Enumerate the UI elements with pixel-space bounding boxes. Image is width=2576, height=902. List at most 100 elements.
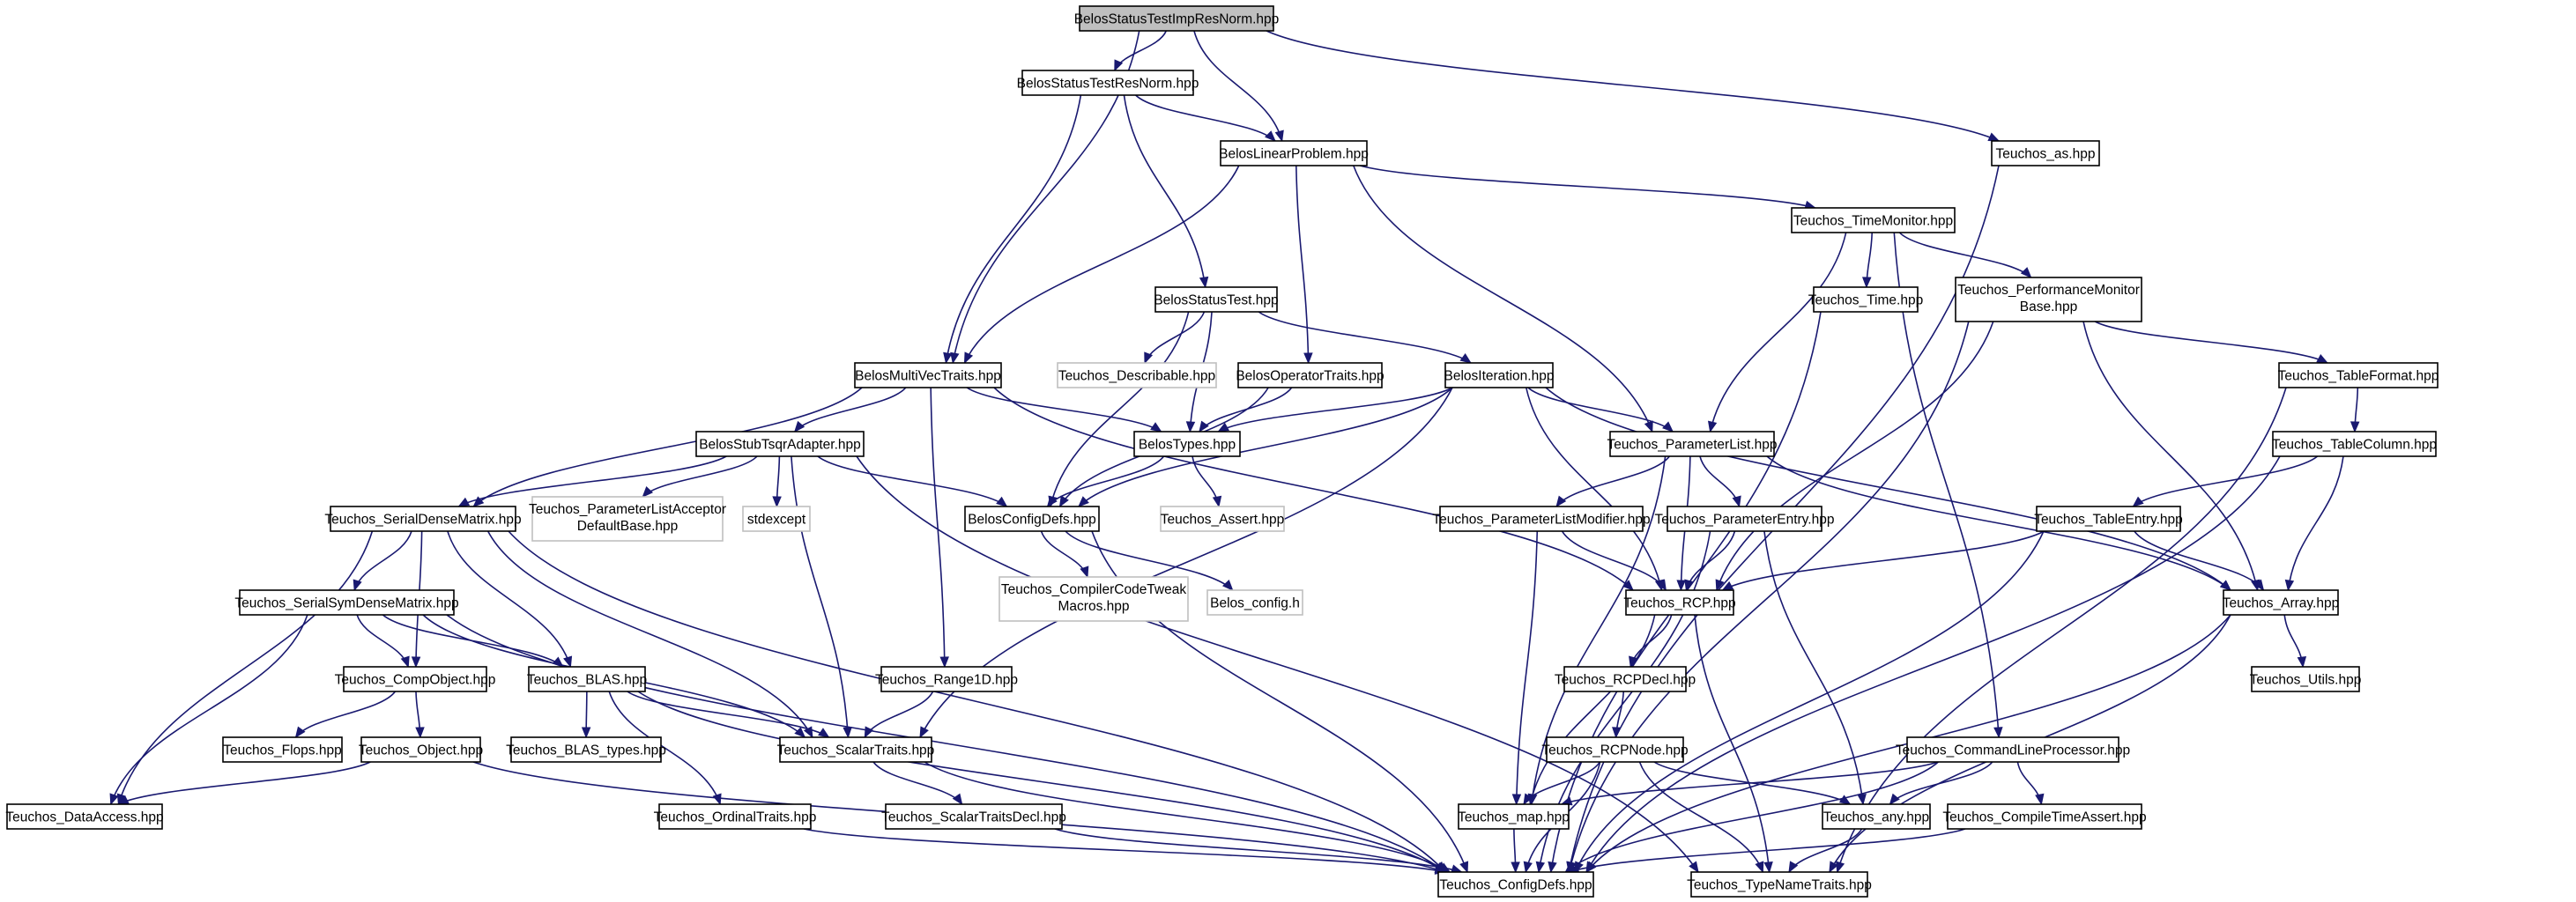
node-tableformat[interactable]: Teuchos_TableFormat.hpp — [2278, 362, 2439, 388]
arrowhead-resnorm-to-linprob — [1265, 130, 1276, 142]
node-rcpnode[interactable]: Teuchos_RCPNode.hpp — [1541, 736, 1689, 763]
node-stdexcept-box — [742, 506, 811, 532]
arrowhead-linprob-to-multivec — [963, 351, 974, 365]
node-multivec[interactable]: BelosMultiVecTraits.hpp — [854, 362, 1002, 388]
node-as[interactable]: Teuchos_as.hpp — [1991, 140, 2100, 166]
node-any-box — [1822, 803, 1931, 830]
node-map[interactable]: Teuchos_map.hpp — [1458, 803, 1570, 830]
node-cmdline-label: Teuchos_CommandLineProcessor.hpp — [1896, 743, 2130, 758]
edge-timemon-to-cmdline — [1893, 232, 2000, 738]
node-scalar-box — [779, 736, 932, 763]
arrowhead-map-to-configdefs — [1511, 861, 1520, 874]
edge-perfmon-to-configdefs — [1568, 321, 1970, 873]
arrowhead-blas-to-blastypes — [581, 727, 591, 739]
edge-tablecol-to-array — [2287, 455, 2344, 591]
node-stdexcept-label: stdexcept — [747, 513, 806, 528]
edge-iteration-to-rcp — [1525, 387, 1663, 591]
node-compobj[interactable]: Teuchos_CompObject.hpp — [335, 666, 496, 692]
node-resnorm[interactable]: BelosStatusTestResNorm.hpp — [1017, 70, 1199, 96]
node-array[interactable]: Teuchos_Array.hpp — [2223, 589, 2339, 616]
node-blastypes[interactable]: Teuchos_BLAS_types.hpp — [506, 736, 666, 763]
node-ordinal[interactable]: Teuchos_OrdinalTraits.hpp — [654, 803, 817, 830]
node-placcept-label: Teuchos_ParameterListAcceptor — [529, 502, 726, 517]
node-pentry-label: Teuchos_ParameterEntry.hpp — [1655, 513, 1835, 528]
edge-tsqr-to-configdefs_belos — [817, 455, 1007, 507]
node-timemon[interactable]: Teuchos_TimeMonitor.hpp — [1791, 207, 1956, 233]
node-tablecol[interactable]: Teuchos_TableColumn.hpp — [2272, 431, 2437, 457]
node-paramlist[interactable]: Teuchos_ParameterList.hpp — [1607, 431, 1778, 457]
edge-paramlist-to-plmod — [1555, 455, 1670, 507]
arrowhead-linprob-to-paramlist — [1644, 420, 1653, 433]
node-configdefs[interactable]: Teuchos_ConfigDefs.hpp — [1437, 871, 1594, 898]
node-time[interactable]: Teuchos_Time.hpp — [1808, 286, 1923, 313]
node-configdefs-label: Teuchos_ConfigDefs.hpp — [1439, 878, 1592, 893]
node-configdefs_belos[interactable]: BelosConfigDefs.hpp — [964, 506, 1100, 532]
node-pentry[interactable]: Teuchos_ParameterEntry.hpp — [1655, 506, 1835, 532]
node-rcpnode-label: Teuchos_RCPNode.hpp — [1541, 743, 1688, 758]
node-placcept-box — [531, 496, 724, 542]
node-linprob[interactable]: BelosLinearProblem.hpp — [1219, 140, 1369, 166]
edge-tsqr-to-scalar — [791, 455, 850, 738]
node-object[interactable]: Teuchos_Object.hpp — [359, 736, 483, 763]
edge-symdense-to-compobj — [356, 614, 410, 668]
node-tableentry-box — [2036, 506, 2181, 532]
edge-perfmon-to-tableformat — [2094, 321, 2328, 364]
arrowhead-rcp-to-typename — [1763, 861, 1773, 874]
node-flops[interactable]: Teuchos_Flops.hpp — [222, 736, 343, 763]
arrowhead-types-to-configdefs_belos — [1046, 495, 1058, 508]
edge-ordinal-to-configdefs — [803, 828, 1446, 873]
edge-resnorm-to-statustest — [1123, 94, 1206, 288]
node-tableentry[interactable]: Teuchos_TableEntry.hpp — [2034, 506, 2183, 532]
node-rcp[interactable]: Teuchos_RCP.hpp — [1623, 589, 1736, 616]
arrowhead-pentry-to-rcp — [1684, 579, 1694, 592]
node-cta[interactable]: Teuchos_CompileTimeAssert.hpp — [1942, 803, 2147, 830]
arrowhead-multivec-to-types — [1150, 422, 1162, 433]
arrowhead-serialdense-to-compobj — [411, 656, 421, 669]
node-root[interactable]: BelosStatusTestImpResNorm.hpp — [1074, 5, 1280, 32]
node-scalar[interactable]: Teuchos_ScalarTraits.hpp — [777, 736, 935, 763]
node-optraits-label: BelosOperatorTraits.hpp — [1236, 369, 1384, 384]
edge-multivec-to-tsqr — [794, 387, 907, 433]
node-rcp-box — [1625, 589, 1734, 616]
node-statustest[interactable]: BelosStatusTest.hpp — [1154, 286, 1279, 313]
edge-serialdense-to-symdense — [353, 530, 412, 591]
node-iteration[interactable]: BelosIteration.hpp — [1444, 362, 1555, 388]
node-symdense-box — [239, 589, 455, 616]
node-as-label: Teuchos_as.hpp — [1996, 147, 2096, 162]
node-tsqr[interactable]: BelosStubTsqrAdapter.hpp — [695, 431, 865, 457]
node-array-label: Teuchos_Array.hpp — [2223, 596, 2339, 611]
node-tweak-label2: Macros.hpp — [1058, 599, 1130, 614]
edge-perfmon-to-array — [2082, 321, 2259, 591]
node-blas-box — [528, 666, 646, 692]
arrowhead-linprob-to-optraits — [1303, 352, 1313, 365]
node-plmod[interactable]: Teuchos_ParameterListModifier.hpp — [1432, 506, 1651, 532]
node-optraits-box — [1237, 362, 1383, 388]
edge-any-to-typename — [1788, 828, 1863, 873]
node-rcpdecl[interactable]: Teuchos_RCPDecl.hpp — [1555, 666, 1696, 692]
node-types[interactable]: BelosTypes.hpp — [1133, 431, 1241, 457]
edge-object-to-dataaccess — [117, 761, 371, 805]
node-dataaccess[interactable]: Teuchos_DataAccess.hpp — [5, 803, 164, 830]
node-utils[interactable]: Teuchos_Utils.hpp — [2250, 666, 2362, 692]
node-any[interactable]: Teuchos_any.hpp — [1822, 803, 1931, 830]
edge-iteration-to-array — [1545, 387, 2231, 591]
node-tsqr-label: BelosStubTsqrAdapter.hpp — [699, 438, 861, 453]
node-cta-label: Teuchos_CompileTimeAssert.hpp — [1942, 810, 2146, 825]
node-scalardecl[interactable]: Teuchos_ScalarTraitsDecl.hpp — [881, 803, 1066, 830]
node-blas[interactable]: Teuchos_BLAS.hpp — [527, 666, 647, 692]
node-resnorm-label: BelosStatusTestResNorm.hpp — [1017, 77, 1199, 92]
arrowhead-timemon-to-time — [1862, 277, 1872, 289]
node-typename[interactable]: Teuchos_TypeNameTraits.hpp — [1687, 871, 1872, 898]
arrowhead-paramlist-to-array — [2219, 580, 2231, 591]
node-cmdline[interactable]: Teuchos_CommandLineProcessor.hpp — [1896, 736, 2130, 763]
arrowhead-configdefs_belos-to-tweak — [1080, 566, 1089, 579]
node-multivec-box — [854, 362, 1002, 388]
node-range1d[interactable]: Teuchos_Range1D.hpp — [875, 666, 1018, 692]
node-symdense[interactable]: Teuchos_SerialSymDenseMatrix.hpp — [234, 589, 459, 616]
node-serialdense[interactable]: Teuchos_SerialDenseMatrix.hpp — [324, 506, 522, 532]
edge-symdense-to-configdefs — [446, 614, 1446, 873]
node-optraits[interactable]: BelosOperatorTraits.hpp — [1236, 362, 1385, 388]
node-placcept: Teuchos_ParameterListAcceptorDefaultBase… — [529, 496, 726, 542]
